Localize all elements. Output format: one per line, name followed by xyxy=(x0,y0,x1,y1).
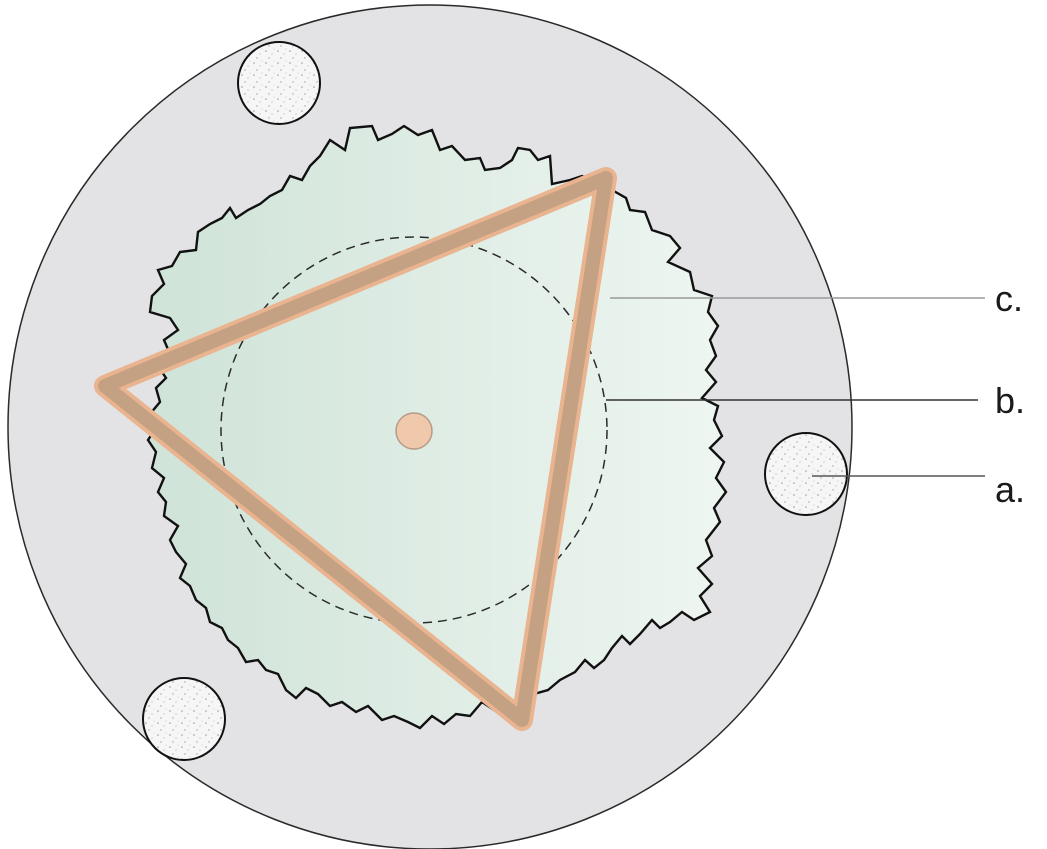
label-a: a. xyxy=(995,469,1025,510)
pore-bottom-left xyxy=(143,678,225,760)
label-c: c. xyxy=(995,278,1023,319)
center-dot xyxy=(396,413,432,449)
label-b: b. xyxy=(995,380,1025,421)
pore-right xyxy=(765,433,847,515)
pore-top xyxy=(238,42,320,124)
